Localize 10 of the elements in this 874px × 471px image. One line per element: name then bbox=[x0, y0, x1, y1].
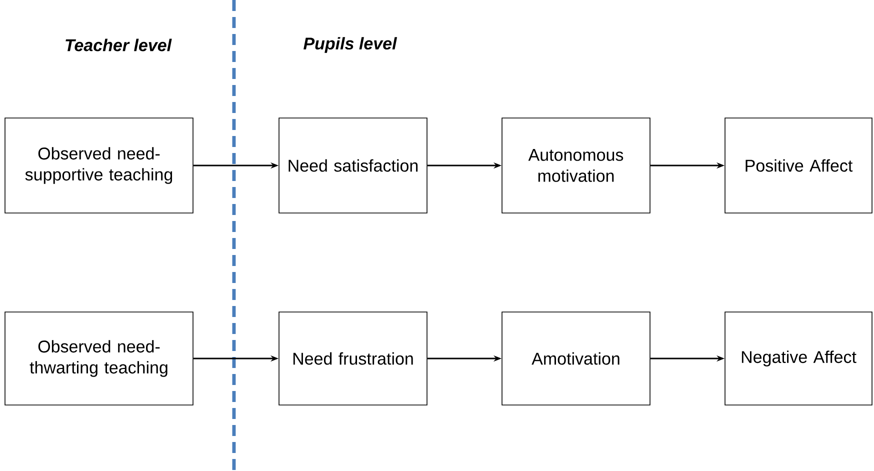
level-heading: Teacher level bbox=[66, 38, 172, 52]
process-box: Observed need-supportive teaching bbox=[4, 118, 194, 214]
process-box: Need frustration bbox=[278, 312, 428, 406]
process-box: Amotivation bbox=[502, 312, 650, 406]
process-box: Observed need-thwarting teaching bbox=[4, 312, 194, 406]
process-box: Negative Affect bbox=[724, 312, 872, 406]
process-box: Need satisfaction bbox=[278, 118, 428, 214]
process-box: Autonomous motivation bbox=[502, 118, 650, 214]
process-box: Positive Affect bbox=[724, 118, 872, 214]
level-heading: Pupils level bbox=[304, 37, 398, 53]
